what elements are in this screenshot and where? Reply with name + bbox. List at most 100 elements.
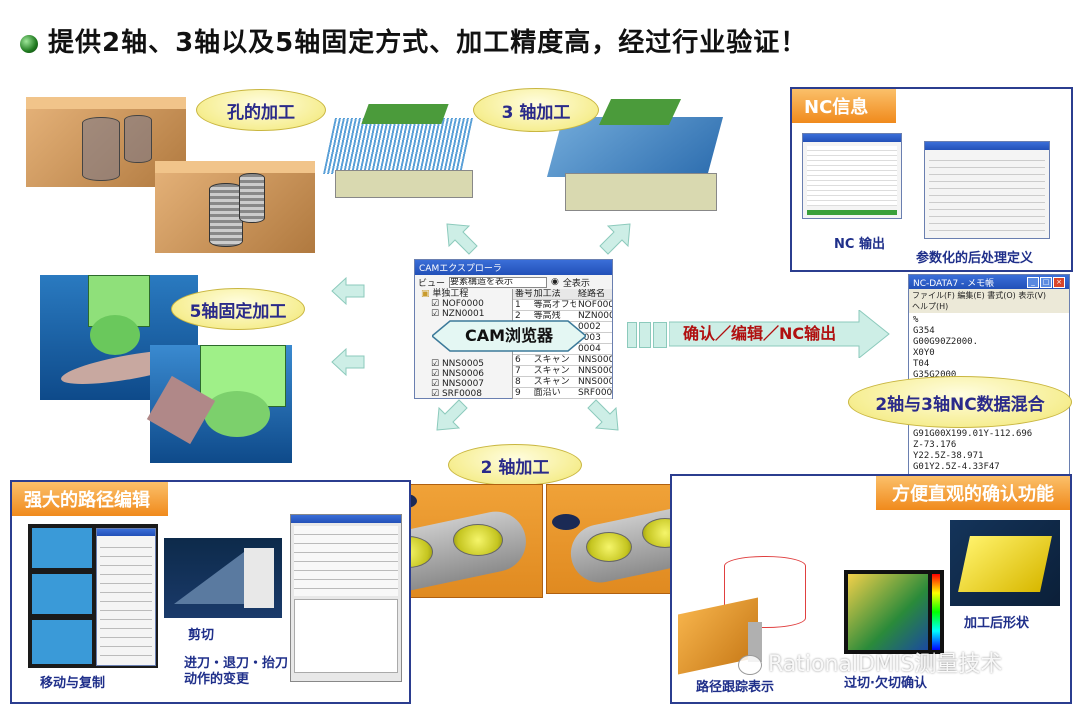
view-label: ビュー bbox=[418, 278, 446, 289]
menu-item-format[interactable]: 書式(O) bbox=[987, 291, 1016, 300]
cut-caption: 剪切 bbox=[188, 628, 215, 643]
cut-screenshot bbox=[164, 538, 282, 618]
path-edit-header: 强大的路径编辑 bbox=[12, 482, 168, 516]
view-select[interactable]: 要素構造を表示 bbox=[449, 276, 548, 288]
table-cell: NNS0007 bbox=[575, 377, 612, 388]
bullet-icon bbox=[20, 34, 38, 53]
table-cell: スキャン bbox=[531, 355, 576, 366]
tree-item[interactable]: ☑ NZN0001 bbox=[431, 309, 485, 319]
cam-browser-shape bbox=[432, 320, 586, 352]
confirm-panel: 方便直观的确认功能 路径跟踪表示 过切·欠切确认 加工后形状 bbox=[670, 474, 1072, 704]
table-cell: 9 bbox=[513, 388, 532, 399]
table-cell bbox=[513, 344, 532, 355]
path-trace-caption: 路径跟踪表示 bbox=[696, 680, 775, 695]
hole-machining-bubble: 孔的加工 bbox=[196, 89, 326, 131]
nc-info-panel: NC信息 NC 输出 参数化的后处理定义 bbox=[790, 87, 1073, 272]
cam-table: 番号 加工法 経路名 1等高オフセットNOF00002等高残NZN0001000… bbox=[512, 289, 612, 399]
approach-screenshot bbox=[290, 514, 402, 682]
table-cell: 面沿い bbox=[531, 388, 576, 399]
post-definition-caption: 参数化的后处理定义 bbox=[916, 251, 1034, 266]
nc-output-screenshot bbox=[802, 133, 902, 219]
table-row[interactable]: 8スキャンNNS0007 bbox=[513, 377, 612, 388]
finished-shape-caption: 加工后形状 bbox=[964, 616, 1030, 631]
table-cell: SRF0008 bbox=[575, 388, 612, 399]
table-cell: 等高オフセット bbox=[531, 300, 576, 311]
approach-caption-line2: 动作的变更 bbox=[184, 672, 250, 687]
hole-machining-image-2 bbox=[155, 161, 315, 253]
close-button[interactable]: × bbox=[1053, 276, 1065, 288]
confirm-header: 方便直观的确认功能 bbox=[876, 476, 1070, 510]
show-all-label: 全表示 bbox=[562, 278, 590, 289]
path-trace-screenshot bbox=[678, 556, 808, 675]
hole-machining-image-1 bbox=[26, 97, 186, 187]
arrow-left-icon-2 bbox=[331, 347, 365, 377]
table-cell: スキャン bbox=[531, 366, 576, 377]
cam-tree: ▣ 単独工程 ☑ NOF0000 ☑ NZN0001 ☑ NNS0005 ☑ N… bbox=[415, 289, 512, 399]
tree-item[interactable]: ☑ NOF0000 bbox=[431, 299, 484, 309]
table-cell: 0004 bbox=[575, 344, 612, 355]
table-row[interactable]: 7スキャンNNS0006 bbox=[513, 366, 612, 377]
tree-item[interactable]: ☑ NNS0007 bbox=[431, 379, 485, 389]
tree-item[interactable]: ☑ SRF0008 bbox=[431, 389, 482, 399]
arrow-up-left-icon bbox=[446, 223, 478, 255]
table-cell: 6 bbox=[513, 355, 532, 366]
table-cell: NZN0001 bbox=[575, 311, 612, 322]
wechat-icon bbox=[738, 655, 762, 675]
table-cell: スキャン bbox=[531, 377, 576, 388]
table-cell: 0003 bbox=[575, 333, 612, 344]
axis5-bubble: 5轴固定加工 bbox=[171, 288, 305, 330]
nc-output-caption: NC 输出 bbox=[834, 237, 885, 252]
table-row[interactable]: 0004 bbox=[513, 344, 612, 355]
watermark: RationalDMIS测量技术 bbox=[738, 646, 1002, 678]
table-cell bbox=[531, 344, 576, 355]
arrow-up-right-icon bbox=[599, 223, 631, 255]
arrow-down-right-icon bbox=[587, 399, 619, 431]
move-copy-screenshot bbox=[28, 524, 158, 668]
tree-root[interactable]: ▣ 単独工程 bbox=[421, 289, 469, 299]
table-cell: 0002 bbox=[575, 322, 612, 333]
arrow-down-left-icon bbox=[436, 399, 468, 431]
table-row[interactable]: 9面沿いSRF0008 bbox=[513, 388, 612, 399]
menu-item-view[interactable]: 表示(V) bbox=[1018, 291, 1047, 300]
overcut-caption: 过切·欠切确认 bbox=[844, 676, 927, 691]
arrow-left-icon-1 bbox=[331, 276, 365, 306]
cam-explorer-toolbar: ビュー 要素構造を表示 ◉全表示 bbox=[415, 275, 612, 289]
table-cell: 8 bbox=[513, 377, 532, 388]
table-header: 番号 加工法 経路名 bbox=[513, 289, 612, 300]
axis3-image-1 bbox=[323, 100, 475, 200]
path-edit-panel: 强大的路径编辑 移动与复制 剪切 进刀・退刀・抬刀 动作的变更 bbox=[10, 480, 411, 704]
nc-mix-bubble: 2轴与3轴NC数据混合 bbox=[848, 376, 1072, 428]
nc-data-menubar: ファイル(F) 編集(E) 書式(O) 表示(V) ヘルプ(H) bbox=[909, 289, 1069, 313]
show-all-radio[interactable]: ◉ bbox=[551, 277, 559, 287]
table-cell: NOF0000 bbox=[575, 300, 612, 311]
overcut-screenshot bbox=[844, 570, 944, 654]
minimize-button[interactable]: _ bbox=[1027, 276, 1039, 288]
axis3-bubble: 3 轴加工 bbox=[473, 88, 599, 132]
table-cell: 7 bbox=[513, 366, 532, 377]
page-title: 提供2轴、3轴以及5轴固定方式、加工精度高，经过行业验证！ bbox=[20, 22, 807, 59]
cam-explorer-title: CAMエクスプローラ bbox=[415, 260, 612, 275]
post-definition-screenshot bbox=[924, 141, 1050, 239]
axis3-image-2 bbox=[545, 97, 725, 215]
move-copy-caption: 移动与复制 bbox=[40, 676, 106, 691]
table-row[interactable]: 6スキャンNNS0005 bbox=[513, 355, 612, 366]
menu-item-edit[interactable]: 編集(E) bbox=[957, 291, 985, 300]
approach-caption-line1: 进刀・退刀・抬刀 bbox=[184, 656, 289, 671]
table-row[interactable]: 1等高オフセットNOF0000 bbox=[513, 300, 612, 311]
nc-data-text-bottom[interactable]: G91G00X199.01Y-112.696 Z-73.176 Y22.5Z-3… bbox=[913, 429, 1033, 472]
table-cell: NNS0005 bbox=[575, 355, 612, 366]
menu-item-help[interactable]: ヘルプ(H) bbox=[912, 302, 949, 311]
folder-icon: ▣ bbox=[421, 289, 430, 299]
menu-item-file[interactable]: ファイル(F) bbox=[912, 291, 955, 300]
tree-item[interactable]: ☑ NNS0006 bbox=[431, 369, 485, 379]
nc-data-window: NC-DATA7 - メモ帳 _ □ × ファイル(F) 編集(E) 書式(O)… bbox=[908, 274, 1070, 476]
cam-browser-label: CAM浏览器 bbox=[432, 319, 586, 353]
nc-data-text-top[interactable]: % G354 G00G90Z2000. X0Y0 T04 G35G2000 bbox=[913, 315, 979, 380]
nc-info-header: NC信息 bbox=[792, 89, 896, 123]
tree-item[interactable]: ☑ NNS0005 bbox=[431, 359, 485, 369]
maximize-button[interactable]: □ bbox=[1040, 276, 1052, 288]
axis5-image-2 bbox=[146, 345, 292, 463]
table-cell: 1 bbox=[513, 300, 532, 311]
finished-shape-screenshot bbox=[950, 520, 1060, 606]
nc-data-title: NC-DATA7 - メモ帳 bbox=[913, 278, 995, 289]
